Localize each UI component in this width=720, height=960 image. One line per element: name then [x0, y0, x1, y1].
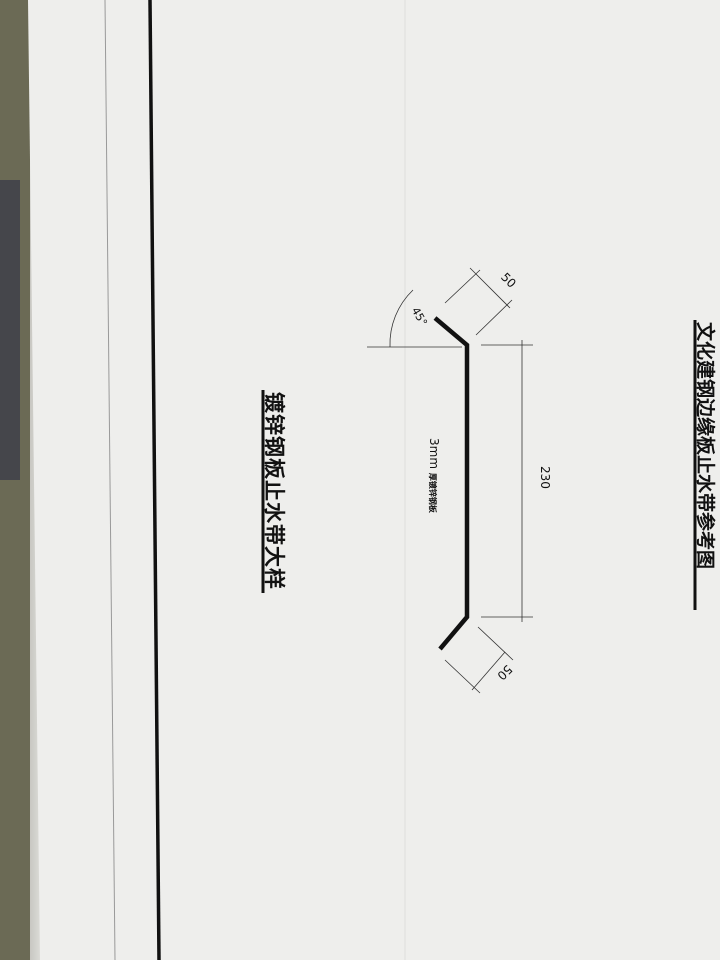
material-label: 3mm 厚镀锌钢板	[427, 438, 441, 513]
border-line-frame	[148, 0, 161, 960]
dimension-230-label: 230	[538, 466, 552, 489]
background-object	[0, 180, 20, 480]
material-name: 厚镀锌钢板	[428, 472, 437, 513]
paper	[28, 0, 720, 960]
material-thickness: 3mm	[427, 438, 441, 470]
angle-arc	[389, 289, 414, 348]
right-partial-title: 文化建钢边缘板止水带参考图	[694, 322, 716, 570]
drawing-title: 镀锌钢板止水带大样	[262, 392, 286, 590]
dimension-line-top-50	[469, 267, 511, 309]
dimension-line-bottom-50	[471, 651, 506, 691]
steel-plate-profile	[433, 316, 470, 651]
border-line-thin	[104, 0, 116, 960]
